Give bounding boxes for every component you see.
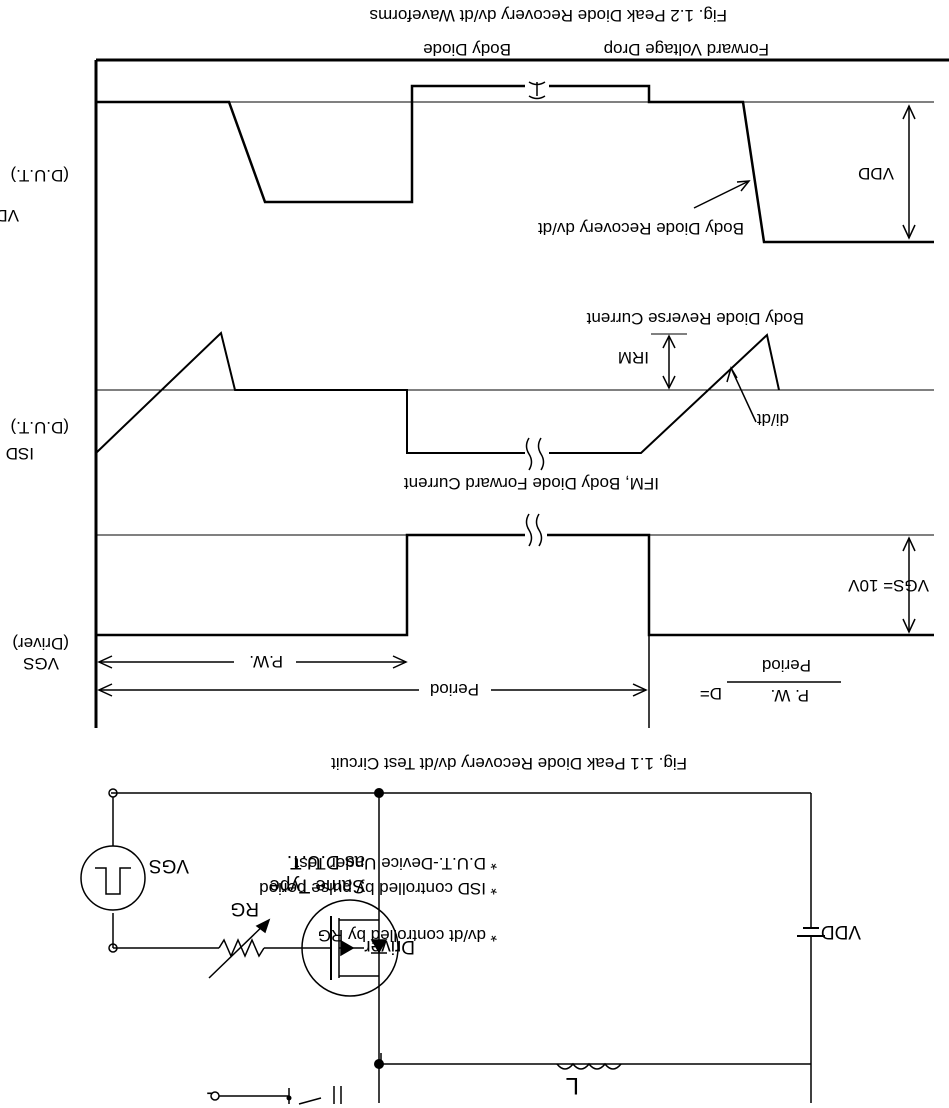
inductor-label: L — [566, 1072, 579, 1099]
note-bullet: * — [490, 879, 497, 898]
vgs-level-label: VGS= 10V — [848, 576, 929, 595]
duty-cycle-formula: D= P. W. Period — [700, 656, 841, 705]
pw-label: P.W. — [249, 652, 283, 671]
time-break-mark — [525, 513, 543, 547]
driver-label: Driver — [364, 936, 415, 957]
period-label: Period — [430, 680, 479, 699]
waveform-title: Fig. 1.2 Peak Diode Recovery dv/dt Wavef… — [370, 6, 727, 25]
isd-waveform — [95, 331, 934, 454]
junction-dot — [374, 1059, 384, 1069]
duty-denominator: Period — [762, 656, 811, 675]
vgs-trace — [96, 533, 934, 637]
rg-resistor — [218, 938, 265, 958]
period-arrow-head — [632, 683, 648, 697]
ifm-label: IFM, Body Diode Forward Current — [404, 474, 659, 493]
body-diode — [370, 939, 388, 954]
rg-label: RG — [231, 898, 260, 919]
duty-prefix: D= — [700, 684, 722, 703]
junction-dot — [374, 788, 384, 798]
vgs-waveform-label: VGS — [23, 654, 59, 673]
reverse-current-label: Body Diode Reverse Current — [586, 309, 804, 328]
dimension-arrows — [95, 628, 650, 728]
test-circuit — [80, 788, 825, 1105]
rg-variable-arrow — [208, 919, 270, 979]
junction-dot — [286, 1095, 292, 1101]
source-node — [108, 788, 118, 798]
inductor-coil — [556, 1062, 622, 1070]
isd-waveform-sublabel: (D.U.T.) — [10, 418, 69, 437]
didt-pointer — [730, 367, 757, 423]
isd-waveform-label: ISD — [6, 444, 34, 463]
vds-waveform-sublabel: (D.U.T.) — [10, 166, 69, 185]
vgs-arrow-head — [902, 618, 916, 634]
didt-pointer-head — [726, 366, 738, 383]
note-dvdt: dv/dt controlled by RG — [318, 926, 486, 945]
body-diode-label: Body Diode — [423, 40, 511, 59]
vgs-source-body — [80, 845, 146, 911]
vdd-arrow-head — [902, 224, 916, 240]
note-bullet: * — [490, 926, 497, 945]
irm-arrow-head — [662, 375, 676, 390]
irm-arrow-head — [662, 334, 676, 349]
vgs-waveform-sublabel: (Driver) — [12, 634, 69, 653]
time-break-mark — [528, 81, 546, 100]
vdd-waveform-label: VDD — [858, 164, 894, 183]
isd-trace — [95, 331, 780, 454]
switch-lead — [298, 1097, 322, 1105]
note-isd: ISD controlled by pulse period — [259, 879, 486, 898]
vdd-source-label: VDD — [821, 921, 861, 942]
battery-gap — [807, 929, 815, 935]
terminal-node — [210, 1091, 220, 1101]
terminal-label: - — [206, 1083, 213, 1105]
note-dut: D.U.T.-Device Under Test — [294, 854, 486, 873]
vds-waveform-label: VDS — [0, 206, 19, 225]
vgs-arrow-head — [902, 536, 916, 552]
pulse-symbol — [95, 867, 131, 895]
recovery-pointer-head — [736, 180, 751, 192]
pw-arrow-head — [392, 655, 408, 669]
rg-arrow-head — [255, 918, 271, 934]
time-break-mark — [525, 437, 545, 471]
vds-waveform — [96, 84, 934, 244]
mosfet-arrow — [340, 939, 355, 957]
pw-arrow-head — [97, 655, 113, 669]
same-type-line1: Same Type — [269, 875, 365, 896]
vgs-waveform — [96, 533, 934, 637]
irm-label: IRM — [618, 348, 649, 367]
circuit-title: Fig. 1.1 Peak Diode Recovery dv/dt Test … — [331, 754, 687, 773]
recovery-label: Body Diode Recovery dv/dt — [538, 219, 744, 238]
note-bullet: * — [490, 854, 497, 873]
didt-label: di/dt — [757, 410, 789, 429]
forward-drop-label: Forward Voltage Drop — [604, 40, 769, 59]
recovery-pointer — [693, 180, 750, 209]
vdd-arrow-head — [902, 104, 916, 120]
period-arrow-head — [97, 683, 113, 697]
vgs-source-label: VGS — [149, 855, 189, 876]
same-type-line2: as D.U.T. — [287, 851, 365, 872]
duty-numerator: P. W. — [771, 686, 809, 705]
vds-trace — [96, 84, 934, 244]
